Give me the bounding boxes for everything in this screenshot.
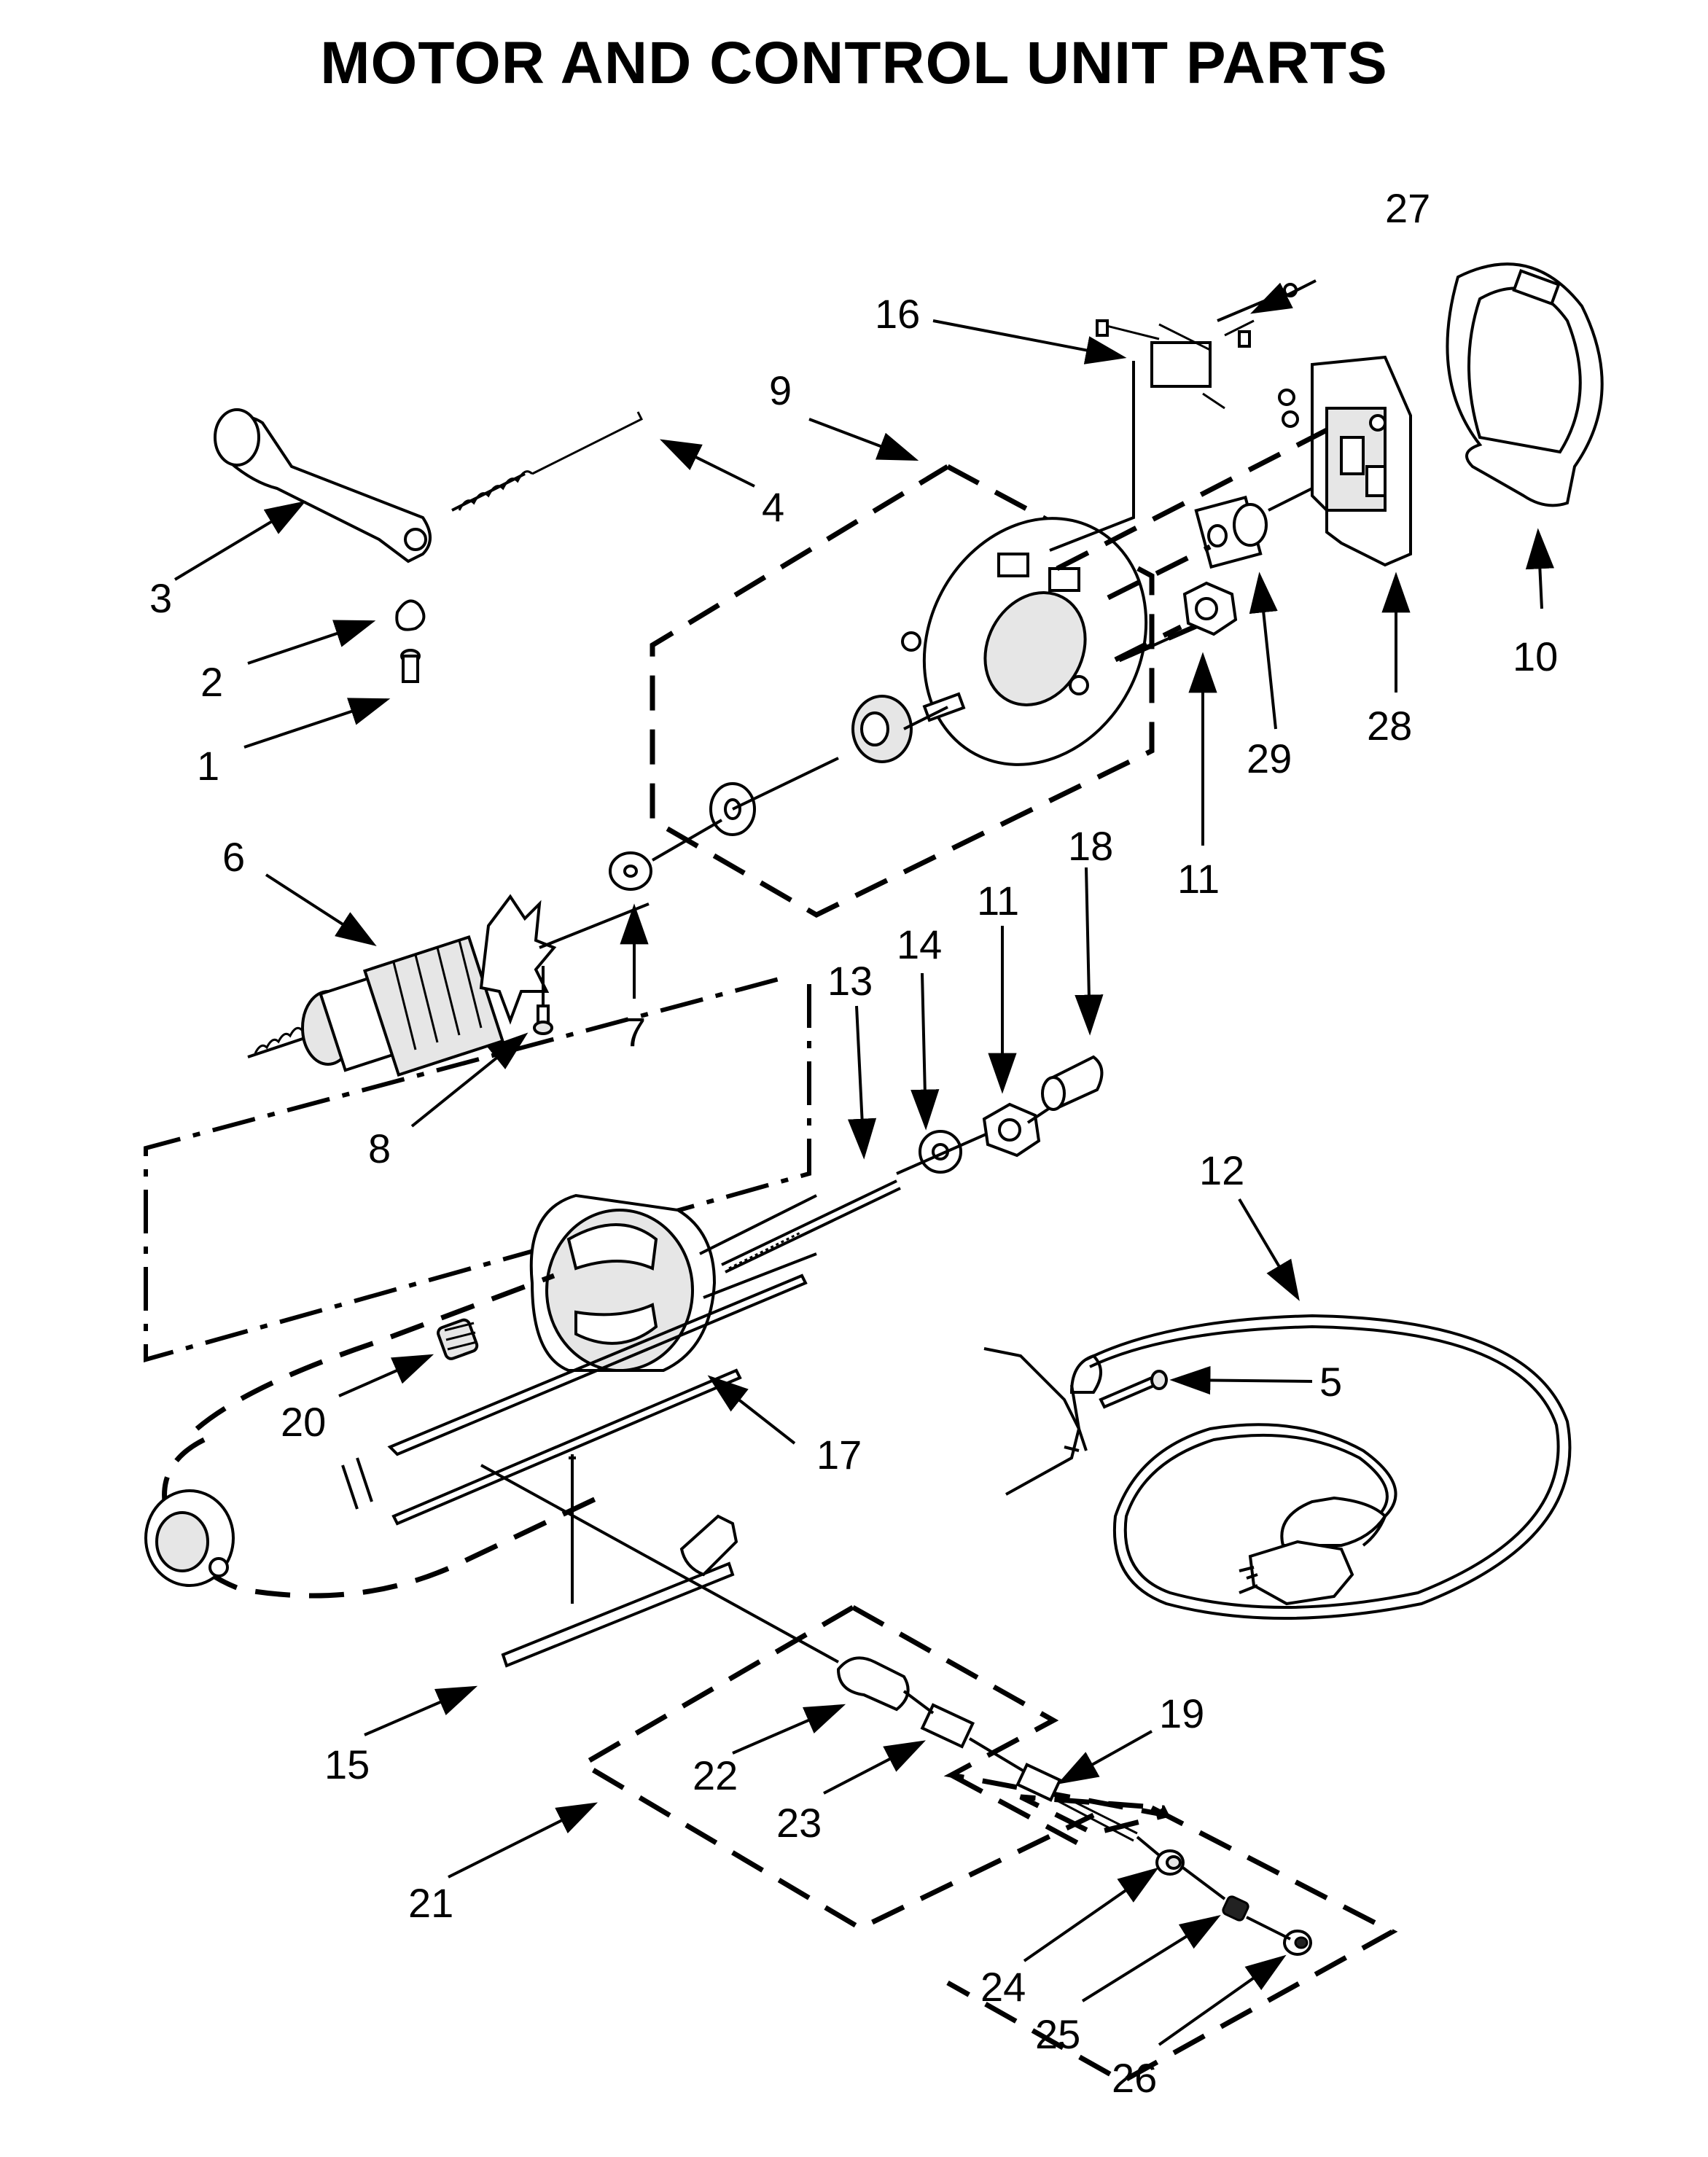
callout-19: 19	[1159, 1690, 1204, 1736]
part-11-nut-upper	[1182, 581, 1238, 636]
callout-26: 26	[1112, 2055, 1157, 2101]
part-17-field	[529, 1193, 817, 1372]
callout-1: 1	[197, 743, 219, 789]
part-24-knob	[1155, 1849, 1185, 1876]
callout-3: 3	[149, 575, 172, 621]
part-19-threaded-rod	[968, 1737, 1161, 1857]
group-outline-end-cover	[650, 464, 1155, 918]
part-25-setscrew	[1222, 1895, 1249, 1922]
part-6-armature	[247, 894, 650, 1077]
part-16-connector	[1096, 319, 1255, 410]
part-26-cap	[1283, 1930, 1312, 1956]
callout-7: 7	[623, 1009, 646, 1055]
callout-11-lower: 11	[977, 878, 1019, 924]
group-outline-control-plate	[578, 1604, 1398, 2085]
callout-labels: 3 4 2 1 27 16 9 10 28 29 11 6 7 8 18 11 …	[149, 185, 1558, 2101]
callout-27: 27	[1385, 185, 1430, 231]
callout-15: 15	[324, 1741, 370, 1787]
callout-16: 16	[875, 291, 920, 337]
callout-21: 21	[408, 1880, 453, 1926]
diagram-title: MOTOR AND CONTROL UNIT PARTS	[320, 30, 1388, 96]
group-outline-motor-housing	[144, 975, 811, 1362]
callout-5: 5	[1319, 1359, 1342, 1405]
callout-22: 22	[693, 1752, 738, 1798]
part-5-screw	[1099, 1370, 1168, 1409]
callout-14: 14	[897, 921, 942, 967]
callout-24: 24	[980, 1964, 1026, 2010]
part-15-rod	[501, 1514, 738, 1668]
callout-2: 2	[200, 659, 223, 705]
part-2-clip	[395, 599, 426, 631]
part-27-screw	[1217, 283, 1298, 322]
callout-28: 28	[1367, 703, 1412, 749]
part-12-power-cord	[983, 1314, 1572, 1620]
part-28-control-board	[1278, 355, 1412, 567]
callout-25: 25	[1035, 2011, 1080, 2057]
callout-9: 9	[769, 367, 792, 413]
callout-23: 23	[776, 1800, 822, 1846]
callout-13: 13	[827, 958, 873, 1004]
callout-4: 4	[762, 484, 784, 530]
part-14-lock-washer	[919, 1130, 962, 1174]
part-4-spring	[451, 411, 644, 512]
part-bearing	[851, 695, 913, 763]
callout-17: 17	[816, 1432, 862, 1478]
part-8-screw	[533, 966, 553, 1035]
part-29-sensor	[1194, 495, 1268, 569]
callout-arrows	[173, 279, 1554, 2046]
part-7-washer	[609, 851, 652, 891]
part-11-nut-lower	[982, 1102, 1041, 1158]
callout-20: 20	[281, 1399, 326, 1445]
part-motor-housing	[144, 1273, 607, 1604]
callout-18: 18	[1068, 823, 1113, 869]
callout-11-upper: 11	[1177, 856, 1220, 902]
part-10-cover-plate	[1446, 262, 1604, 507]
part-3-lever	[214, 408, 432, 563]
part-23-coupling	[920, 1703, 975, 1749]
callout-8: 8	[368, 1126, 391, 1171]
callout-29: 29	[1247, 736, 1292, 781]
part-20-gear	[437, 1318, 479, 1360]
callout-12: 12	[1199, 1147, 1244, 1193]
part-1-screw	[400, 649, 421, 683]
callout-6: 6	[222, 834, 245, 880]
callout-10: 10	[1513, 633, 1558, 679]
part-18-spacer	[1041, 1055, 1104, 1111]
part-13-long-screw	[721, 1179, 901, 1273]
part-22-plunger	[836, 1656, 910, 1712]
part-9-end-cover	[901, 517, 1148, 766]
